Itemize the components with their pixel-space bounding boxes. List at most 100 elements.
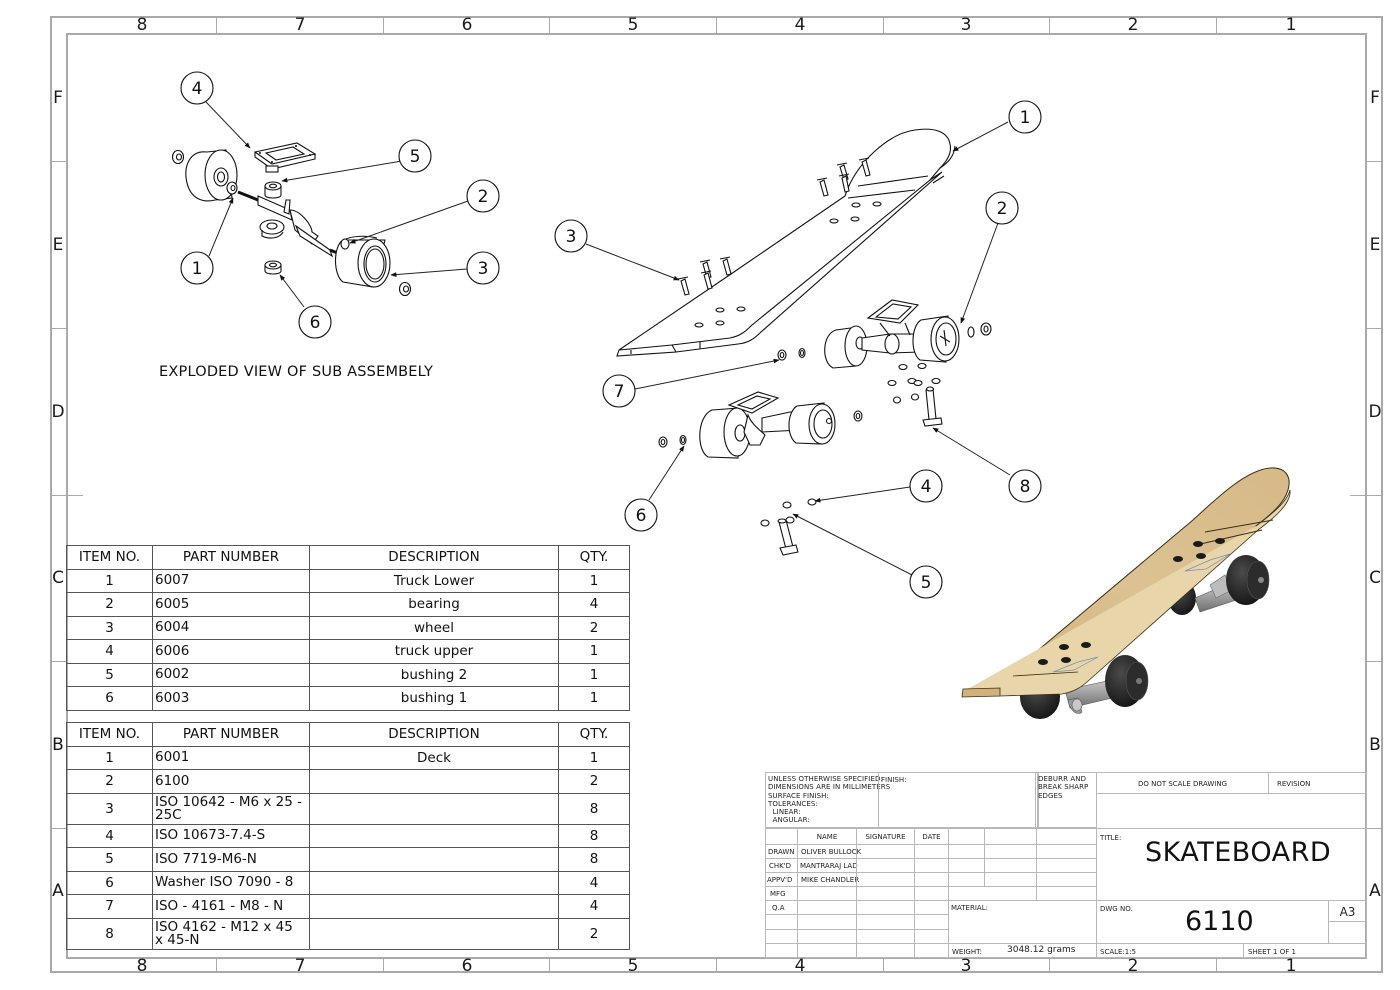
grid-cell [984, 828, 1037, 845]
part-number: 6005 [152, 592, 310, 617]
grid-cell [765, 929, 798, 944]
bearing-part [398, 281, 412, 297]
role-cell: MFG [765, 886, 798, 901]
date-header: DATE [922, 833, 941, 841]
grid-cell [856, 943, 915, 958]
grid-cell [765, 914, 798, 930]
zone-row-A-left: A [52, 881, 64, 901]
leader-line [952, 121, 1009, 152]
balloon-sub-item-1: 1 [180, 251, 214, 285]
header-part-number: PART NUMBER [152, 722, 310, 747]
weight-value: 3048.12 grams [1007, 945, 1076, 955]
zone-col-1-top: 1 [1285, 15, 1297, 35]
grid-cell [984, 858, 1037, 873]
main-exploded-view: 1 2 3 7 8 6 4 5 [554, 100, 1042, 599]
item-no: 1 [66, 568, 153, 593]
drawn-by-name: OLIVER BULLOCK [801, 848, 862, 856]
qty: 2 [558, 917, 630, 950]
zone-col-4-bottom: 4 [794, 956, 806, 976]
grid-cell [914, 929, 949, 944]
shaded-render-view [961, 467, 1291, 719]
leader-line [814, 486, 911, 503]
item-no: 1 [66, 745, 153, 770]
part-number: 6006 [152, 639, 310, 664]
balloon-main-item-4: 4 [909, 469, 943, 503]
bom-row: 4 ISO 10673-7.4-S 8 [66, 823, 630, 848]
header-qty: QTY. [558, 545, 630, 570]
bom-row: 4 6006 truck upper 1 [66, 639, 630, 664]
grid-cell [948, 828, 985, 845]
balloon-sub-item-4: 4 [180, 71, 214, 105]
item-no: 2 [66, 592, 153, 617]
role-label: DRAWN [768, 848, 795, 856]
header-description: DESCRIPTION [309, 722, 559, 747]
bom-row: 5 ISO 7719-M6-N 8 [66, 847, 630, 872]
name-header-cell: NAME [797, 828, 857, 845]
do-not-scale-label: DO NOT SCALE DRAWING [1137, 780, 1228, 788]
bom-row: 2 6100 2 [66, 769, 630, 794]
bom-row: 1 6001 Deck 1 [66, 745, 630, 770]
part-number: ISO - 4161 - M8 - N [152, 894, 310, 919]
part-number: 6007 [152, 568, 310, 593]
bom-row: 3 ISO 10642 - M6 x 25 - 25C 8 [66, 792, 630, 825]
zone-row-D-right: D [1368, 402, 1382, 422]
qty: 8 [558, 847, 630, 872]
balloon-main-item-1: 1 [1008, 100, 1042, 134]
name-cell [797, 900, 857, 915]
svg-text:2: 2 [478, 187, 489, 207]
bom-row: 6 Washer ISO 7090 - 8 4 [66, 870, 630, 895]
item-no: 8 [66, 917, 153, 950]
zone-divider [51, 495, 83, 496]
bom-header-row: ITEM NO. PART NUMBER DESCRIPTION QTY. [66, 722, 630, 747]
note-line: LINEAR: [768, 808, 801, 817]
qty: 1 [558, 745, 630, 770]
zone-row-C-left: C [52, 568, 64, 588]
part-number: Washer ISO 7090 - 8 [152, 870, 310, 895]
date-cell [914, 872, 949, 887]
svg-text:7: 7 [614, 382, 625, 402]
zone-divider [1049, 958, 1050, 973]
leader-line [648, 445, 685, 501]
role-cell: Q.A [765, 900, 798, 915]
zone-col-2-top: 2 [1127, 15, 1139, 35]
part-number: 6002 [152, 662, 310, 687]
grid-cell [984, 872, 1037, 887]
leader-line [281, 160, 403, 183]
material-cell: MATERIAL: [948, 900, 1097, 944]
deburr-cell: DEBURR AND BREAK SHARP EDGES [1035, 772, 1097, 828]
zone-row-D-left: D [51, 402, 65, 422]
bom-row: 5 6002 bushing 2 1 [66, 662, 630, 687]
svg-text:1: 1 [1020, 108, 1031, 128]
zone-row-B-left: B [52, 735, 64, 755]
grid-cell [948, 886, 1037, 901]
blank-cell [1096, 793, 1367, 829]
zone-divider [51, 328, 66, 329]
balloon-main-item-7: 7 [602, 374, 636, 408]
zone-col-8-top: 8 [136, 15, 148, 35]
qty: 1 [558, 568, 630, 593]
note-line: DIMENSIONS ARE IN MILLIMETERS [768, 783, 891, 792]
signature-cell [856, 900, 915, 915]
balloon-main-item-3: 3 [554, 219, 588, 253]
item-no: 4 [66, 639, 153, 664]
description: Truck Lower [309, 568, 559, 593]
bom-row: 3 6004 wheel 2 [66, 615, 630, 640]
deburr-note: DEBURR AND BREAK SHARP EDGES [1038, 775, 1088, 800]
qty: 1 [558, 639, 630, 664]
deburr-line: EDGES [1038, 791, 1063, 800]
render-truck [1064, 679, 1117, 714]
description: Deck [309, 745, 559, 770]
description: wheel [309, 615, 559, 640]
leader-line [349, 200, 469, 244]
title-cell: TITLE: SKATEBOARD [1096, 828, 1367, 901]
zone-row-F-left: F [53, 88, 63, 108]
qty: 4 [558, 870, 630, 895]
zone-divider [883, 17, 884, 33]
bom-header-row: ITEM NO. PART NUMBER DESCRIPTION QTY. [66, 545, 630, 570]
zone-divider [51, 661, 66, 662]
balloon-sub-item-2: 2 [466, 179, 500, 213]
zone-row-F-right: F [1370, 88, 1380, 108]
subassembly-view-caption: EXPLODED VIEW OF SUB ASSEMBELY [159, 364, 434, 380]
dwg-no-value: 6110 [1185, 906, 1254, 937]
description: truck upper [309, 639, 559, 664]
